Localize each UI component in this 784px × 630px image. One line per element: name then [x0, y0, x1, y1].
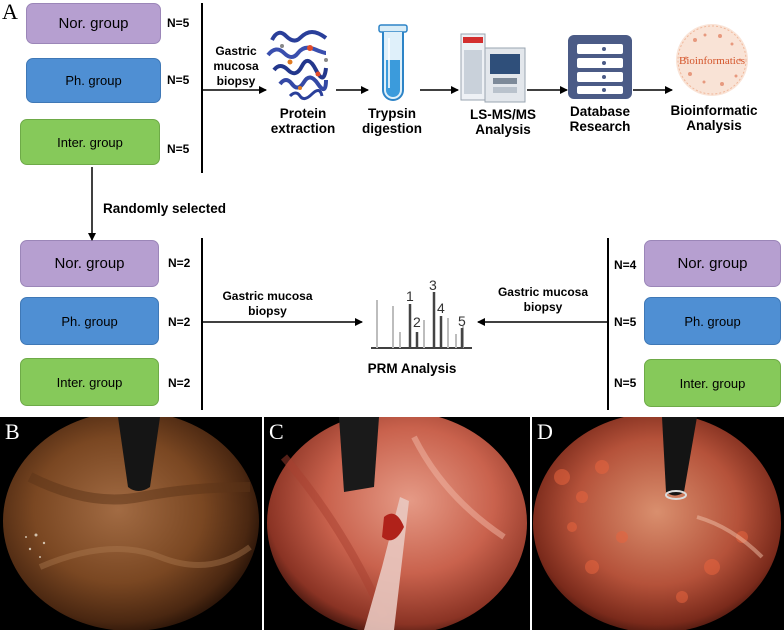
bl-nor-group-box: Nor. group: [20, 240, 159, 287]
bl-inter-group-n: N=2: [168, 376, 191, 390]
panel-label-d: D: [537, 419, 553, 444]
prm-peak-label-5: 5: [458, 313, 466, 329]
bioinformatics-logo-text: Bioinformatics: [679, 55, 745, 67]
endoscopy-photo-d: D: [532, 417, 784, 630]
br-biopsy-label: Gastric mucosa biopsy: [497, 285, 589, 314]
test-tube-icon: [378, 24, 408, 101]
bl-ph-group-label: Ph. group: [61, 313, 118, 329]
br-bracket-line: [607, 238, 609, 410]
br-nor-group-label: Nor. group: [677, 255, 748, 272]
bl-nor-group-label: Nor. group: [54, 255, 125, 272]
bl-nor-group-n: N=2: [168, 256, 191, 270]
br-inter-group-label: Inter. group: [679, 375, 746, 391]
step-database-research-label: Database Research: [569, 104, 631, 134]
endoscopy-photo-c: C: [264, 417, 530, 630]
br-nor-group-n: N=4: [614, 258, 637, 272]
top-nor-group-box: Nor. group: [26, 3, 161, 44]
bl-inter-group-box: Inter. group: [20, 358, 159, 406]
database-server-icon: [568, 35, 632, 99]
bioinformatics-logo-icon: Bioinformatics: [676, 24, 748, 96]
top-inter-group-label: Inter. group: [57, 134, 123, 150]
br-ph-group-box: Ph. group: [644, 297, 781, 345]
prm-spectrum-icon: 1 2 3 4 5: [371, 277, 472, 349]
prm-peak-label-1: 1: [406, 288, 414, 304]
top-ph-group-n: N=5: [167, 73, 190, 87]
top-ph-group-box: Ph. group: [26, 58, 161, 103]
prm-peak-label-2: 2: [413, 314, 421, 330]
br-nor-group-box: Nor. group: [644, 240, 781, 287]
br-inter-group-box: Inter. group: [644, 359, 781, 407]
prm-analysis-label: PRM Analysis: [367, 361, 457, 376]
step-trypsin-digestion-label: Trypsin digestion: [362, 106, 422, 136]
bl-bracket-line: [201, 238, 203, 410]
endoscopy-photo-b: B: [0, 417, 262, 630]
panel-label-b: B: [5, 419, 20, 444]
top-inter-group-box: Inter. group: [20, 119, 160, 165]
br-ph-group-n: N=5: [614, 315, 637, 329]
br-ph-group-label: Ph. group: [684, 313, 741, 329]
top-bracket-line: [201, 3, 203, 173]
randomly-selected-label: Randomly selected: [103, 201, 227, 216]
step-lc-ms-analysis-label: LS-MS/MS Analysis: [470, 107, 536, 137]
prm-peak-label-3: 3: [429, 277, 437, 293]
bl-inter-group-label: Inter. group: [56, 374, 123, 390]
panel-label-a: A: [2, 0, 18, 24]
panel-label-c: C: [269, 419, 284, 444]
step-protein-extraction-label: Protein extraction: [270, 106, 336, 136]
step-bioinformatic-analysis-label: Bioinformatic Analysis: [670, 103, 758, 133]
bl-ph-group-box: Ph. group: [20, 297, 159, 345]
bl-ph-group-n: N=2: [168, 315, 191, 329]
top-inter-group-n: N=5: [167, 142, 190, 156]
top-ph-group-label: Ph. group: [65, 73, 122, 88]
top-nor-group-label: Nor. group: [58, 15, 129, 32]
bl-biopsy-label: Gastric mucosa biopsy: [222, 289, 313, 318]
protein-structure-icon: [266, 29, 328, 101]
top-nor-group-n: N=5: [167, 16, 190, 30]
prm-peak-label-4: 4: [437, 300, 445, 316]
br-inter-group-n: N=5: [614, 376, 637, 390]
mass-spectrometer-icon: [460, 33, 526, 103]
top-biopsy-label: Gastric mucosa biopsy: [213, 44, 259, 88]
